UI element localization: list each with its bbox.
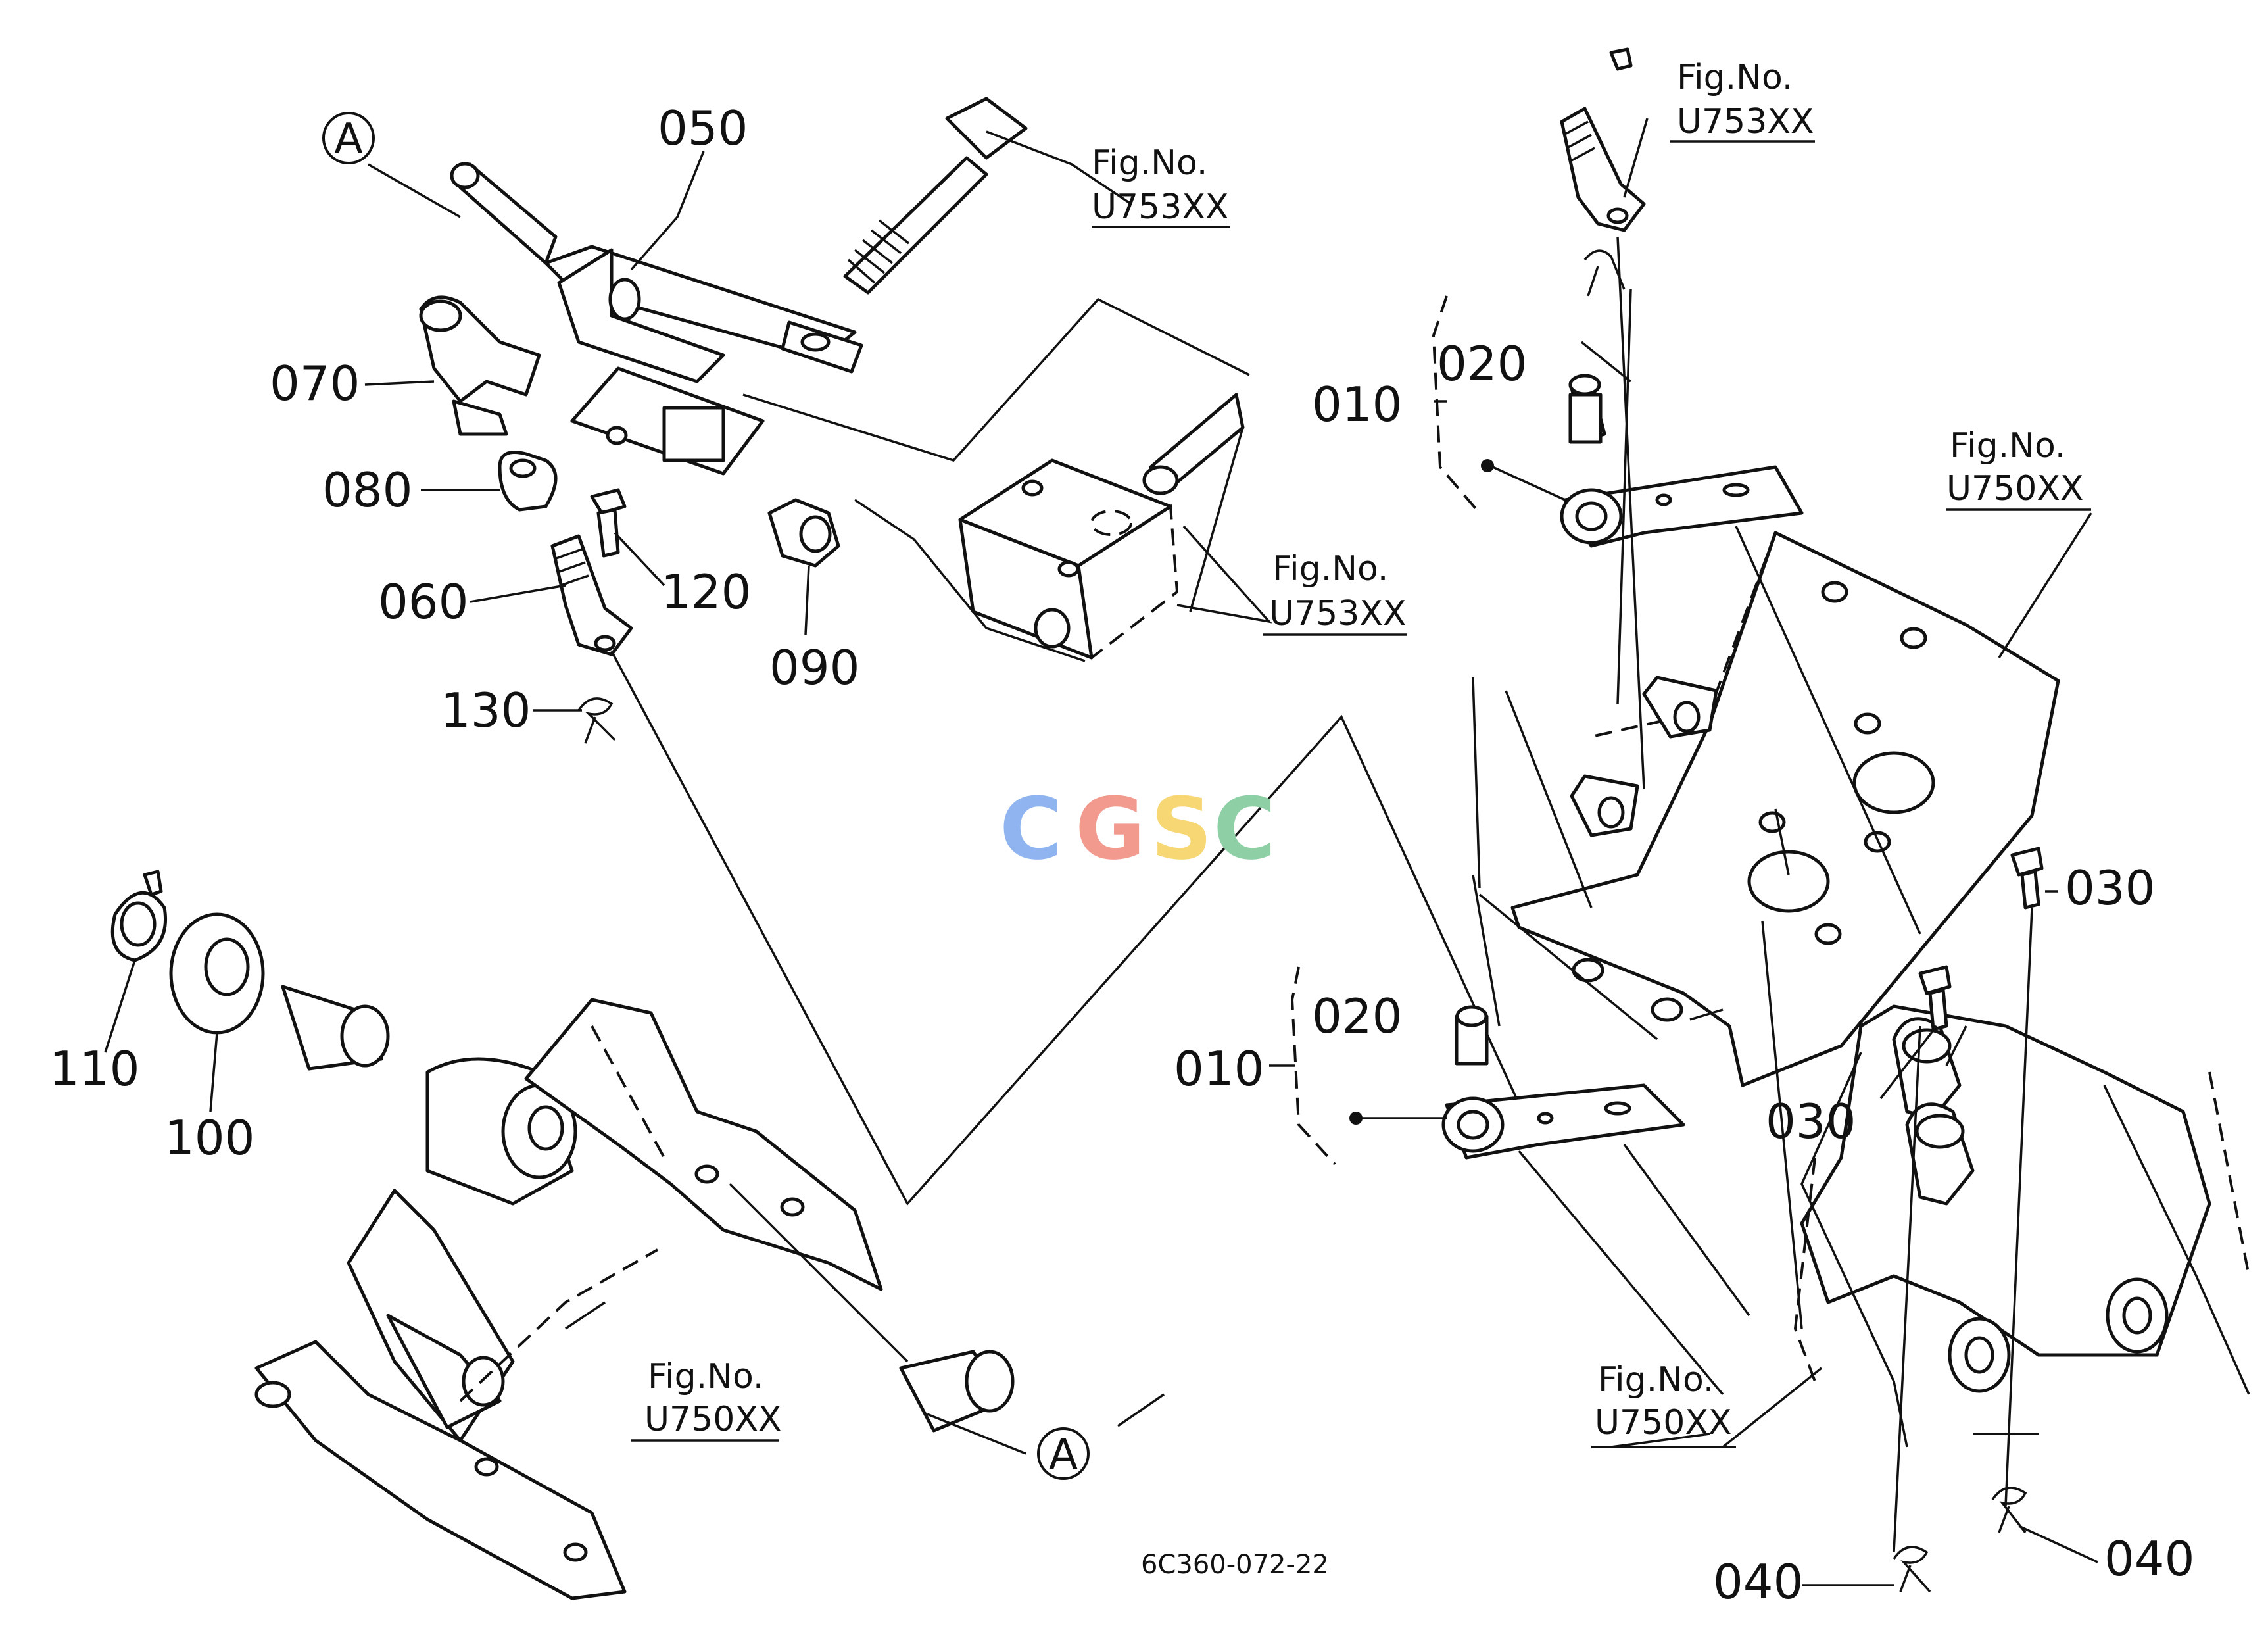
callout-040-left: 040 <box>1713 1554 1803 1610</box>
nut-090 <box>767 498 840 568</box>
fig-ref-4: Fig.No. U753XX <box>1677 58 1814 141</box>
callout-070: 070 <box>270 356 360 411</box>
top-pin-right <box>1560 47 1646 297</box>
svg-text:C: C <box>1000 779 1062 879</box>
svg-text:Fig.No.: Fig.No. <box>648 1357 763 1396</box>
svg-text:U753XX: U753XX <box>1092 187 1229 227</box>
bolt-120 <box>590 488 627 558</box>
circlip-110 <box>110 870 167 962</box>
block-assembly <box>742 297 1250 662</box>
fig-ref-underlines <box>631 140 2091 1448</box>
callout-020-lower: 020 <box>1312 989 1402 1044</box>
callout-130: 130 <box>441 683 531 738</box>
svg-text:Fig.No.: Fig.No. <box>1598 1360 1714 1400</box>
connecting-line <box>610 651 1527 1206</box>
pin-060 <box>550 534 633 656</box>
fig-ref-2: Fig.No. U753XX <box>1269 549 1407 633</box>
callout-010-upper: 010 <box>1312 377 1402 432</box>
svg-text:U753XX: U753XX <box>1677 102 1814 141</box>
plate-bracket-right <box>1510 531 2060 1087</box>
callout-030-lower: 030 <box>1766 1094 1856 1149</box>
svg-text:Fig.No.: Fig.No. <box>1272 549 1388 589</box>
r-clip-130 <box>577 697 616 744</box>
bolt-030-lower <box>1918 965 1952 1031</box>
svg-text:A: A <box>334 115 363 164</box>
svg-text:G: G <box>1075 779 1146 879</box>
drawing-code: 6C360-072-22 <box>1141 1550 1329 1580</box>
callout-050: 050 <box>658 101 748 156</box>
svg-text:U750XX: U750XX <box>1595 1403 1732 1442</box>
svg-text:U750XX: U750XX <box>644 1400 782 1439</box>
pedal-arm <box>254 998 883 1600</box>
svg-text:Fig.No.: Fig.No. <box>1950 426 2065 466</box>
r-clip-040-right <box>1991 1487 2027 1534</box>
callout-080: 080 <box>322 462 412 518</box>
washer-100 <box>169 912 265 1035</box>
elbow-fitting-070 <box>419 295 541 436</box>
lever-010-lower <box>1290 966 1685 1166</box>
callout-060: 060 <box>378 574 468 629</box>
bolt-top <box>843 97 1028 295</box>
callout-120: 120 <box>661 564 751 620</box>
fig-ref-1: Fig.No. U753XX <box>1092 143 1229 227</box>
svg-text:A: A <box>1049 1431 1078 1479</box>
shaft-bracket-050 <box>450 162 863 476</box>
fig-ref-6: Fig.No. U750XX <box>1595 1360 1732 1442</box>
svg-text:C: C <box>1213 779 1276 879</box>
callout-110: 110 <box>49 1041 139 1096</box>
washer-080 <box>498 451 558 512</box>
svg-text:Fig.No.: Fig.No. <box>1092 143 1207 183</box>
callout-010-lower: 010 <box>1174 1041 1264 1096</box>
fig-ref-3: Fig.No. U750XX <box>644 1357 782 1439</box>
svg-text:U750XX: U750XX <box>1946 469 2084 508</box>
bushing-right <box>899 1350 1015 1433</box>
bolt-030-upper <box>2010 847 2044 910</box>
lever-010-upper <box>1432 295 1804 548</box>
svg-text:Fig.No.: Fig.No. <box>1677 58 1793 97</box>
callout-030-upper: 030 <box>2065 860 2155 916</box>
bushing-left <box>281 985 390 1071</box>
svg-text:U753XX: U753XX <box>1269 594 1407 633</box>
svg-text:S: S <box>1151 779 1213 879</box>
callout-020-upper: 020 <box>1437 336 1527 391</box>
r-clip-040-left <box>1893 1546 1931 1593</box>
valve-body <box>1793 1004 2250 1448</box>
fig-ref-5: Fig.No. U750XX <box>1946 426 2084 508</box>
callout-040-right: 040 <box>2104 1531 2194 1586</box>
circle-marker-a-bottom: A <box>1037 1427 1090 1480</box>
watermark-logo: C G S C <box>1000 779 1276 879</box>
callout-090: 090 <box>769 640 859 695</box>
circle-marker-a-top: A <box>322 112 375 164</box>
callout-100: 100 <box>164 1110 254 1166</box>
